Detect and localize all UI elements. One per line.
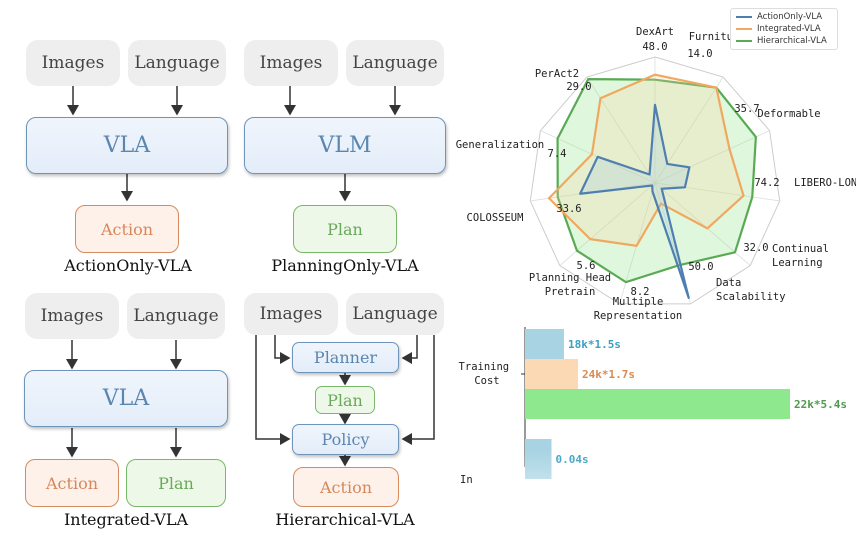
language-input-box: Language (127, 293, 225, 339)
legend-swatch (736, 16, 752, 18)
radar-value-label: 5.6 (577, 260, 596, 272)
planner-box: Planner (292, 342, 399, 373)
bar-value-label: 18k*1.5s (568, 338, 621, 351)
radar-spoke (586, 76, 656, 184)
radar-value-label: 7.4 (548, 148, 567, 160)
radar-spoke (654, 182, 780, 202)
vla-model-box: VLA (24, 370, 228, 427)
radar-value-label: 29.0 (566, 81, 591, 93)
radar-grid-ring (529, 56, 781, 305)
radar-axis-label: PerAct2 (535, 68, 579, 80)
plan-output-box: Plan (293, 205, 397, 253)
diagram-caption: Hierarchical-VLA (275, 510, 415, 529)
legend-swatch (736, 40, 752, 42)
legend-swatch (736, 28, 752, 30)
legend-item: Hierarchical-VLA (736, 35, 832, 47)
radar-value-label: 14.0 (687, 48, 712, 60)
radar-axis-label: DexArt (636, 26, 674, 38)
policy-box: Policy (292, 424, 399, 455)
plan-box: Plan (315, 386, 375, 414)
legend-item: ActionOnly-VLA (736, 11, 832, 23)
vlm-model-box: VLM (244, 117, 446, 174)
radar-value-label: 35.7 (734, 103, 759, 115)
radar-spoke (654, 76, 724, 184)
radar-value-label: 50.0 (688, 261, 713, 273)
bar-value-label: 24k*1.7s (582, 368, 635, 381)
images-input-box: Images (25, 293, 119, 339)
action-output-box: Action (25, 459, 119, 507)
action-output-box: Action (75, 205, 179, 253)
radar-axis-label: COLOSSEUM (467, 212, 524, 224)
diagram-caption: ActionOnly-VLA (64, 256, 192, 275)
blur-overlay (500, 450, 700, 537)
images-input-box: Images (26, 40, 120, 86)
radar-series-action-only (579, 103, 691, 299)
radar-value-label: 33.6 (556, 203, 581, 215)
category-label-training: Training Cost (459, 361, 516, 387)
radar-value-label: 48.0 (642, 41, 667, 53)
chart-legend: ActionOnly-VLA Integrated-VLA Hierarchic… (730, 8, 838, 50)
radar-value-label: 8.2 (631, 286, 650, 298)
radar-spoke (654, 130, 770, 184)
diagram-caption: PlanningOnly-VLA (271, 256, 419, 275)
legend-label: Hierarchical-VLA (757, 36, 827, 46)
legend-label: ActionOnly-VLA (757, 12, 823, 22)
plan-output-box: Plan (126, 459, 226, 507)
language-input-box: Language (346, 293, 444, 335)
action-output-box: Action (293, 467, 399, 507)
images-input-box: Images (244, 40, 338, 86)
diagram-caption: Integrated-VLA (63, 510, 189, 529)
arrow (274, 335, 291, 364)
radar-axis-label: Generalization (456, 139, 545, 151)
bar-value-label: 22k*5.4s (794, 398, 847, 411)
bar-actiononly-vla (525, 329, 564, 359)
bar-hierarchical-vla (525, 389, 790, 419)
arrow (255, 335, 291, 445)
legend-label: Integrated-VLA (757, 24, 821, 34)
language-input-box: Language (128, 40, 226, 86)
images-input-box: Images (244, 293, 338, 335)
radar-value-label: 74.2 (754, 177, 779, 189)
diagram-arrows (66, 86, 435, 467)
language-input-box: Language (346, 40, 444, 86)
radar-series-hierarchical (556, 78, 757, 284)
vla-model-box: VLA (26, 117, 228, 174)
radar-chart: DexArt48.0FurnitureBench14.0Deformable35… (456, 26, 856, 322)
arrow (401, 335, 418, 364)
arrow (401, 335, 435, 445)
bar-integrated-vla (525, 359, 578, 389)
category-label-inference: In (460, 474, 473, 486)
radar-axis-label: Deformable (757, 108, 820, 120)
radar-axis-label: LIBERO-LONG (794, 177, 856, 189)
radar-spoke (559, 182, 656, 266)
radar-value-label: 32.0 (743, 242, 768, 254)
legend-item: Integrated-VLA (736, 23, 832, 35)
radar-series-integrated (547, 73, 745, 247)
